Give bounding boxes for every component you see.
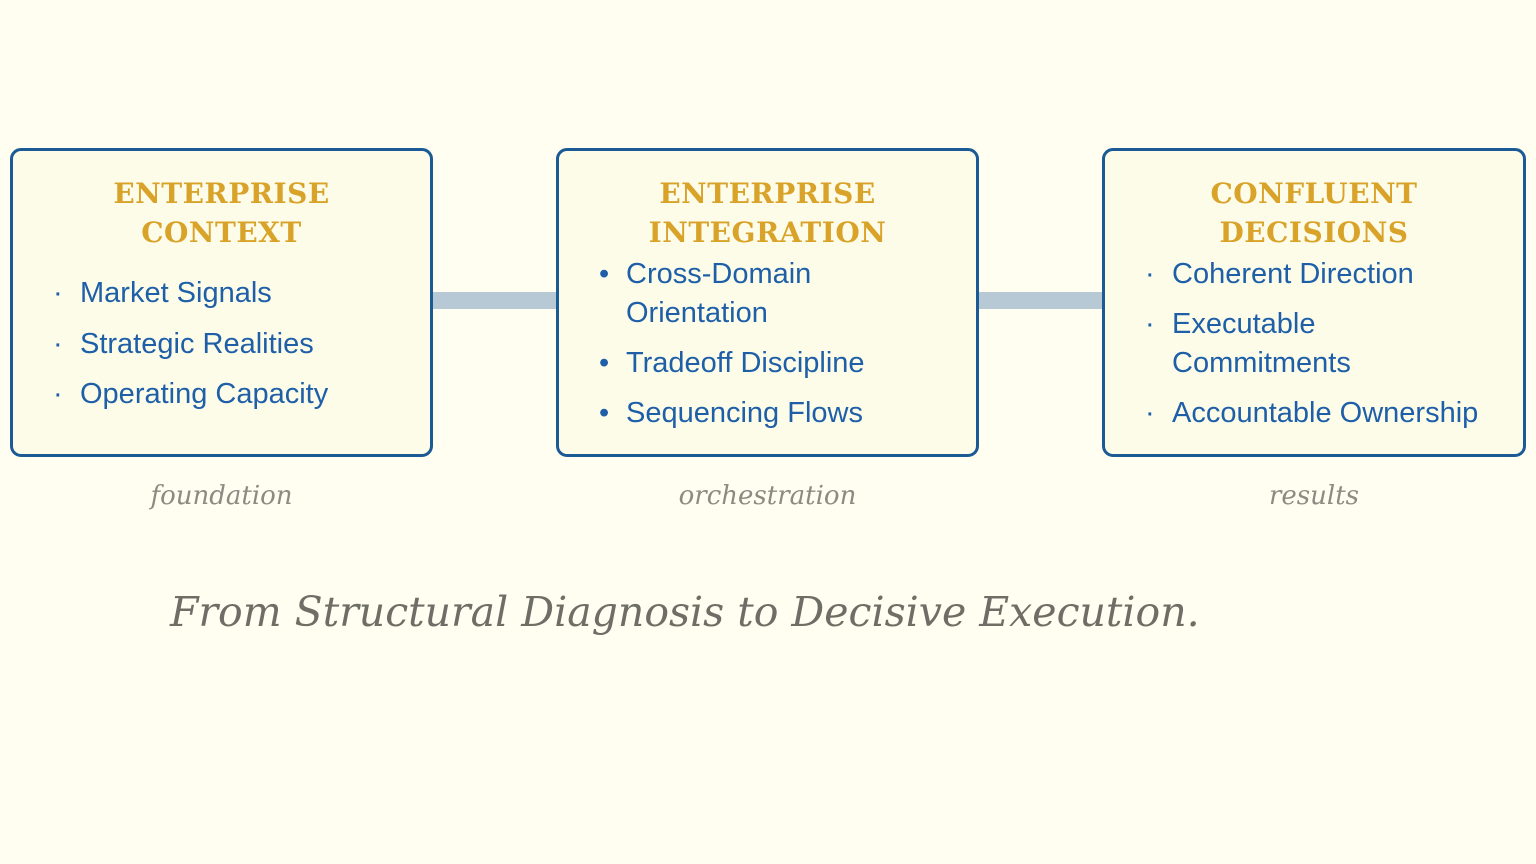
- stage-caption-results: results: [1268, 481, 1359, 511]
- stage-title-line: INTEGRATION: [648, 215, 887, 249]
- bullet-text: Operating Capacity: [80, 377, 329, 410]
- bullet-text: Cross-Domain Orientation: [626, 257, 812, 329]
- list-item: · Accountable Ownership: [1145, 394, 1505, 433]
- stage-caption-orchestration: orchestration: [678, 481, 857, 511]
- bullet-text: Market Signals: [80, 277, 272, 310]
- bullet-text: Sequencing Flows: [626, 397, 863, 430]
- tagline: From Structural Diagnosis to Decisive Ex…: [170, 588, 1200, 636]
- list-item: • Sequencing Flows: [599, 394, 958, 433]
- stage-title-line: CONFLUENT: [1210, 177, 1418, 210]
- stage-title: CONFLUENT DECISIONS: [1123, 175, 1505, 252]
- stage-title-line: CONTEXT: [141, 215, 302, 249]
- bullet-list: · Market Signals · Strategic Realities ·…: [31, 252, 412, 436]
- bullet-dot-icon: •: [599, 257, 610, 290]
- stage-box-enterprise-context: ENTERPRISE CONTEXT · Market Signals · St…: [10, 148, 433, 457]
- bullet-dot-icon: ·: [53, 277, 63, 310]
- list-item: • Cross-Domain Orientation: [599, 255, 958, 333]
- list-item: · Strategic Realities: [53, 325, 412, 364]
- stage-title: ENTERPRISE CONTEXT: [31, 175, 412, 252]
- stage-title-line: DECISIONS: [1219, 215, 1409, 249]
- bullet-text: Accountable Ownership: [1172, 397, 1479, 430]
- list-item: · Market Signals: [53, 274, 412, 313]
- connector-bar-left: [431, 292, 558, 309]
- stage-title: ENTERPRISE INTEGRATION: [577, 175, 958, 252]
- list-item: · Operating Capacity: [53, 375, 412, 414]
- list-item: • Tradeoff Discipline: [599, 344, 958, 383]
- list-item: · Coherent Direction: [1145, 255, 1505, 294]
- bullet-list: • Cross-Domain Orientation • Tradeoff Di…: [577, 252, 958, 436]
- stage-title-line: ENTERPRISE: [659, 177, 876, 210]
- bullet-list: · Coherent Direction · Executable Commit…: [1123, 252, 1505, 436]
- bullet-text: Strategic Realities: [80, 327, 314, 360]
- bullet-dot-icon: ·: [53, 327, 63, 360]
- stage-box-enterprise-integration: ENTERPRISE INTEGRATION • Cross-Domain Or…: [556, 148, 979, 457]
- bullet-dot-icon: ·: [1145, 257, 1155, 290]
- bullet-dot-icon: ·: [53, 377, 63, 410]
- bullet-text: Coherent Direction: [1172, 257, 1414, 290]
- bullet-text: Executable Commitments: [1172, 307, 1351, 380]
- list-item: · Executable Commitments: [1145, 305, 1505, 383]
- bullet-text: Tradeoff Discipline: [626, 347, 865, 380]
- connector-bar-right: [977, 292, 1104, 309]
- stage-box-confluent-decisions: CONFLUENT DECISIONS · Coherent Direction…: [1102, 148, 1526, 457]
- bullet-dot-icon: •: [599, 347, 610, 380]
- bullet-dot-icon: •: [599, 397, 610, 430]
- bullet-dot-icon: ·: [1145, 307, 1155, 340]
- stage-title-line: ENTERPRISE: [113, 177, 330, 210]
- stage-caption-foundation: foundation: [150, 481, 293, 511]
- bullet-dot-icon: ·: [1145, 397, 1155, 430]
